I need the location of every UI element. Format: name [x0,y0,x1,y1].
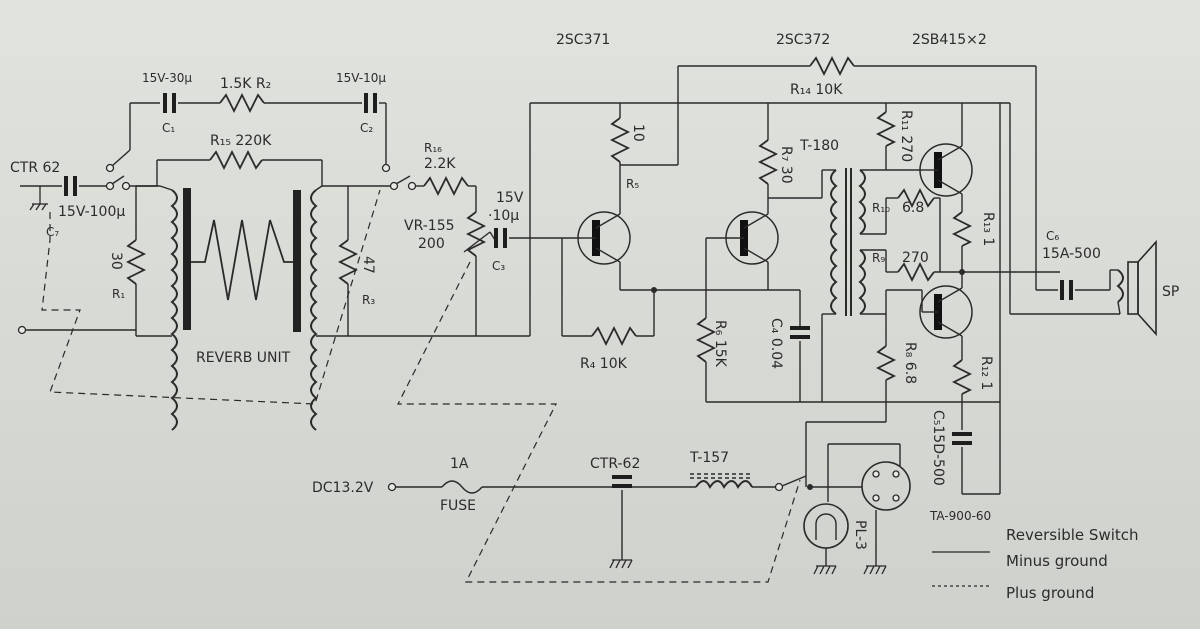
top-rail [105,92,391,173]
ctr-dc-label: CTR-62 [590,456,640,472]
vr-label: VR-155 [404,218,455,234]
legend-minus-ground: Minus ground [1006,552,1108,570]
r10-ref: R₁₀ [872,201,890,215]
output-stage [821,103,1157,495]
volume-section [397,175,801,583]
c3-ref: C₃ [492,259,505,273]
r13-label: R₁₃ 1 [980,212,996,246]
c2-ref: C₂ [360,121,373,135]
connector-label: TA-900-60 [929,509,991,523]
c6-ref: C₆ [1046,229,1059,243]
r9-ref: R₉ [872,251,885,265]
c6-value: 15A-500 [1042,246,1101,262]
c5-label: C₅15D-500 [930,410,946,486]
dc-supply-label: DC13.2V [312,480,374,496]
input-section [20,175,381,405]
r8-label: R₈ 6.8 [902,342,918,384]
r16-ref: R₁₆ [424,141,442,155]
power-section [387,421,911,575]
c1-value: 15V-30μ [142,71,192,85]
c7-value: 15V-100μ [58,204,125,220]
c2-value: 15V-10μ [336,71,386,85]
speaker-icon [1127,239,1157,337]
pilot-lamp-icon [803,503,849,549]
r4-label: R₄ 10K [580,356,628,372]
r12-label: R₁₂ 1 [978,356,994,390]
r5-value: 10 [630,124,646,142]
c4-label: C₄ 0.04 [768,318,784,369]
pilot-lamp-label: PL-3 [852,520,868,550]
q34-type-label: 2SB415×2 [912,32,987,48]
r3-ref: R₃ [362,293,375,307]
q4-transistor [919,285,973,339]
reverb-unit-label: REVERB UNIT [196,350,291,366]
legend-plus-ground: Plus ground [1006,584,1094,602]
r1-value: 30 [108,252,124,270]
r3-value: 47 [360,256,376,274]
r1-ref: R₁ [112,287,125,301]
t180-label: T-180 [799,138,839,154]
r10-value: 6.8 [902,200,924,216]
reverb-unit-block [17,149,530,431]
speaker-label: SP [1162,284,1179,300]
vr-value: 200 [418,236,445,252]
q1-type-label: 2SC371 [556,32,610,48]
c7-ref: C₇ [46,225,59,239]
driver-stage [529,55,1037,403]
q3-transistor [919,143,973,197]
t157-label: T-157 [689,450,729,466]
ctr-in-label: CTR 62 [10,160,60,176]
r2-label: 1.5K R₂ [220,76,271,92]
fuse-label: FUSE [440,498,476,514]
r9-value: 270 [902,250,929,266]
r6-label: R₆ 15K [712,320,728,368]
fuse-value: 1A [450,456,469,472]
r5-ref: R₅ [626,177,639,191]
r15-label: R₁₅ 220K [210,133,272,149]
q2-type-label: 2SC372 [776,32,830,48]
r11-label: R₁₁ 270 [898,110,914,162]
c3-value-b: ·10μ [488,208,519,224]
connector-socket-icon [861,461,911,511]
c3-value-a: 15V [496,190,524,206]
q1-transistor [577,211,631,265]
r16-value: 2.2K [424,156,456,172]
c1-ref: C₁ [162,121,175,135]
r14-label: R₁₄ 10K [790,82,843,98]
r7-label: R₇ 30 [778,146,794,184]
legend-title: Reversible Switch [1006,526,1139,544]
